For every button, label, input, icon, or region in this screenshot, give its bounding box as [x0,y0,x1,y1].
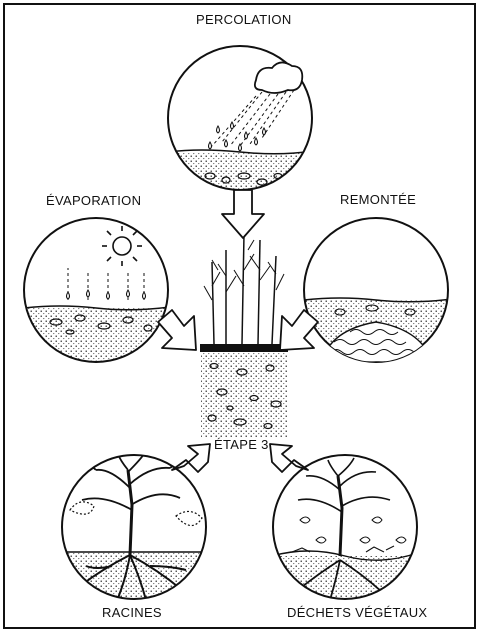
arrow-evaporation [158,310,196,350]
label-percolation: PERCOLATION [196,13,292,26]
central-soil-column [200,234,288,438]
label-racines: RACINES [102,606,162,619]
arrow-dechets [270,444,308,472]
label-dechets: DÉCHETS VÉGÉTAUX [287,606,427,619]
remontee-circle [300,218,460,370]
label-evaporation: ÉVAPORATION [46,194,141,207]
arrow-percolation [222,190,264,238]
evaporation-circle [20,218,180,368]
arrow-racines [172,444,210,472]
label-remontee: REMONTÉE [340,193,416,206]
dechets-vegetaux-circle [270,455,430,616]
racines-circle [58,454,218,612]
arrow-remontee [280,310,318,350]
percolation-circle [160,46,320,202]
label-etape: ÉTAPE 3 [214,438,269,451]
